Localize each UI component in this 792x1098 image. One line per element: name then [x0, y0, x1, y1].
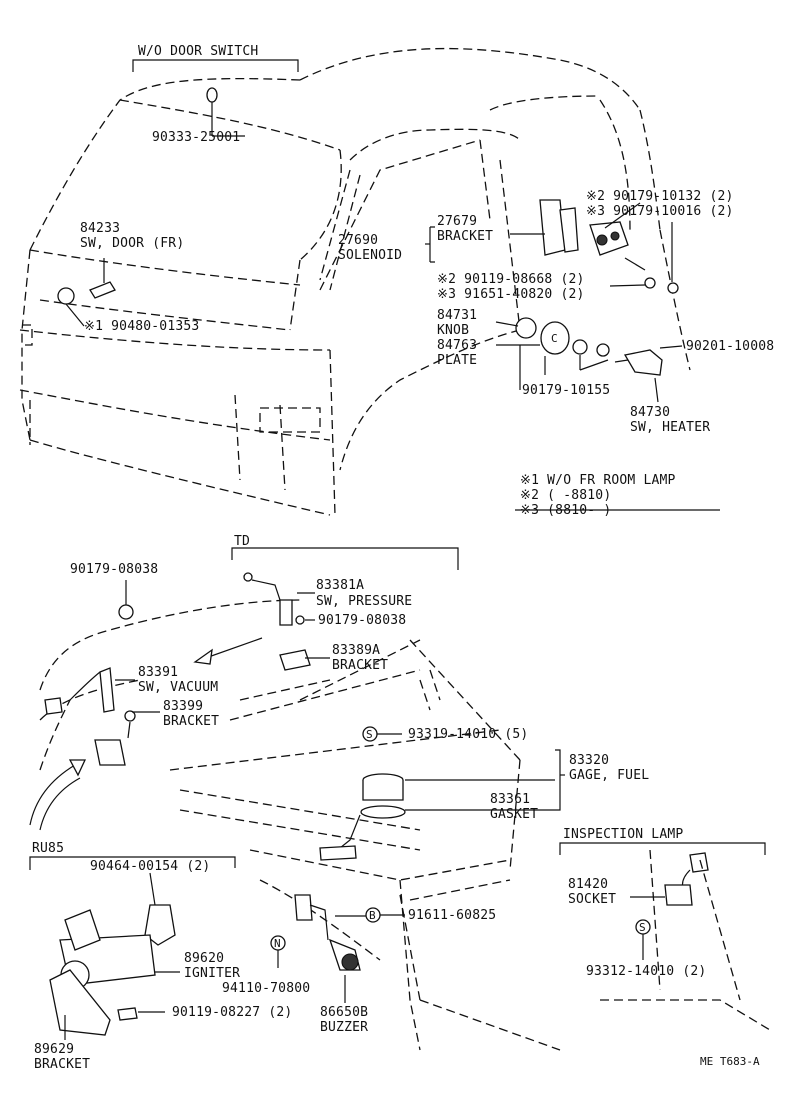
- label-td: TD: [234, 534, 250, 549]
- label-90480: ※1 90480-01353: [84, 319, 199, 334]
- label-wo-door-switch: W/O DOOR SWITCH: [138, 44, 258, 59]
- arrow-head-1: [193, 648, 213, 665]
- label-90179-08038-a: 90179-08038: [70, 562, 158, 577]
- label-84233: 84233: [80, 221, 120, 236]
- arrow-curve: [29, 764, 76, 826]
- label-84763: 84763: [437, 338, 477, 353]
- label-90464: 90464-00154 (2): [90, 859, 210, 874]
- label-bracket-4: BRACKET: [34, 1057, 90, 1072]
- mark-b: B: [369, 909, 376, 922]
- label-gage-fuel: GAGE, FUEL: [569, 768, 649, 783]
- note-3: ※3 (8810- ): [520, 503, 611, 518]
- drawing-code: ME T683-A: [700, 1055, 760, 1068]
- label-socket: SOCKET: [568, 892, 616, 907]
- label-83361: 83361: [490, 792, 530, 807]
- label-83399: 83399: [163, 699, 203, 714]
- label-90179-10155: 90179-10155: [522, 383, 610, 398]
- label-89629: 89629: [34, 1042, 74, 1057]
- lower-parts: N B S: [29, 842, 771, 1040]
- label-bracket-1: BRACKET: [437, 229, 493, 244]
- label-83391: 83391: [138, 665, 178, 680]
- label-93319: 93319-14010 (5): [408, 727, 528, 742]
- label-plate: PLATE: [437, 353, 477, 368]
- note-1: ※1 W/O FR ROOM LAMP: [520, 473, 676, 488]
- label-81420: 81420: [568, 877, 608, 892]
- label-93312: 93312-14010 (2): [586, 964, 706, 979]
- label-igniter: IGNITER: [184, 966, 240, 981]
- label-83320: 83320: [569, 753, 609, 768]
- label-sw-pressure: SW, PRESSURE: [316, 594, 412, 609]
- label-83389a: 83389A: [332, 643, 380, 658]
- label-ru85: RU85: [32, 841, 64, 856]
- label-27690: 27690: [338, 233, 378, 248]
- label-83381a: 83381A: [316, 578, 364, 593]
- label-sw-vacuum: SW, VACUUM: [138, 680, 218, 695]
- label-bracket-3: BRACKET: [163, 714, 219, 729]
- label-89620: 89620: [184, 951, 224, 966]
- label-91651-40820: ※3 91651-40820 (2): [437, 287, 585, 302]
- frame-outline: [39, 599, 561, 1051]
- label-buzzer: BUZZER: [320, 1020, 368, 1035]
- label-sw-heater: SW, HEATER: [630, 420, 710, 435]
- label-90179-08038-b: 90179-08038: [318, 613, 406, 628]
- label-90333: 90333-25001: [152, 130, 240, 145]
- label-91611: 91611-60825: [408, 908, 496, 923]
- label-90201: 90201-10008: [686, 339, 774, 354]
- middle-parts: S: [44, 547, 565, 861]
- note-2: ※2 ( -8810): [520, 488, 611, 503]
- label-90179-10016: ※3 90179-10016 (2): [586, 204, 734, 219]
- label-knob: KNOB: [437, 323, 469, 338]
- label-27679: 27679: [437, 214, 477, 229]
- mark-s-2: S: [639, 921, 646, 934]
- label-84730: 84730: [630, 405, 670, 420]
- cab-outline: [19, 47, 691, 516]
- label-inspection-lamp: INSPECTION LAMP: [563, 827, 683, 842]
- label-solenoid: SOLENOID: [338, 248, 402, 263]
- mark-n: N: [274, 937, 281, 950]
- label-bracket-2: BRACKET: [332, 658, 388, 673]
- label-90179-10132: ※2 90179-10132 (2): [586, 189, 734, 204]
- upper-parts: C: [57, 59, 720, 511]
- mark-c: C: [551, 332, 558, 345]
- label-gasket: GASKET: [490, 807, 538, 822]
- label-84731: 84731: [437, 308, 477, 323]
- label-sw-door-fr: SW, DOOR (FR): [80, 236, 184, 251]
- label-94110: 94110-70800: [222, 981, 310, 996]
- mark-s-1: S: [366, 728, 373, 741]
- label-90119-08668: ※2 90119-08668 (2): [437, 272, 585, 287]
- label-90119-08227: 90119-08227 (2): [172, 1005, 292, 1020]
- label-86650b: 86650B: [320, 1005, 368, 1020]
